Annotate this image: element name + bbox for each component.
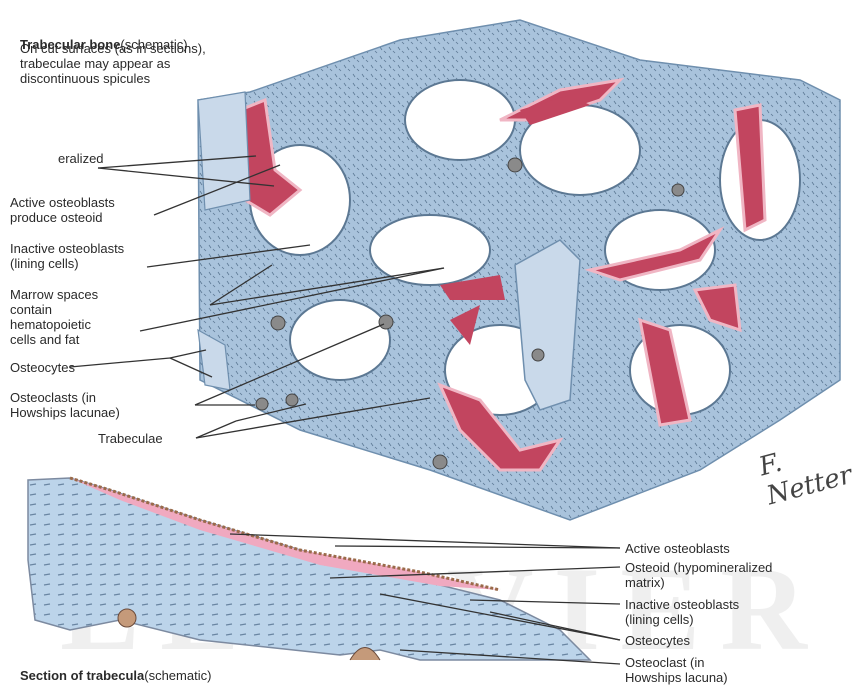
cropped-label-box <box>0 120 97 178</box>
section-title: Section of trabecula(schematic) <box>20 653 211 683</box>
label-trabeculae: Trabeculae <box>98 431 163 446</box>
trabecular-block <box>198 20 840 520</box>
label-active-osteoblasts: Active osteoblasts produce osteoid <box>10 195 115 225</box>
label-osteocytes: Osteocytes <box>10 360 75 375</box>
trabecula-section <box>28 478 590 660</box>
label-inactive-osteoblasts: Inactive osteoblasts (lining cells) <box>10 241 124 271</box>
label-osteoid-partial: eralized <box>58 151 104 166</box>
section-title-normal: (schematic) <box>144 668 211 683</box>
label-lower-active-osteoblasts: Active osteoblasts <box>625 541 730 556</box>
label-osteoclasts: Osteoclasts (in Howships lacunae) <box>10 390 120 420</box>
label-lower-osteoid: Osteoid (hypomineralized matrix) <box>625 560 772 590</box>
label-marrow-spaces: Marrow spaces contain hematopoietic cell… <box>10 287 98 347</box>
label-lower-osteoclast: Osteoclast (in Howships lacuna) <box>625 655 728 685</box>
diagram-subtitle: On cut surfaces (as in sections), trabec… <box>20 41 206 86</box>
label-lower-inactive-osteoblasts: Inactive osteoblasts (lining cells) <box>625 597 739 627</box>
section-title-bold: Section of trabecula <box>20 668 144 683</box>
label-lower-osteocytes: Osteocytes <box>625 633 690 648</box>
